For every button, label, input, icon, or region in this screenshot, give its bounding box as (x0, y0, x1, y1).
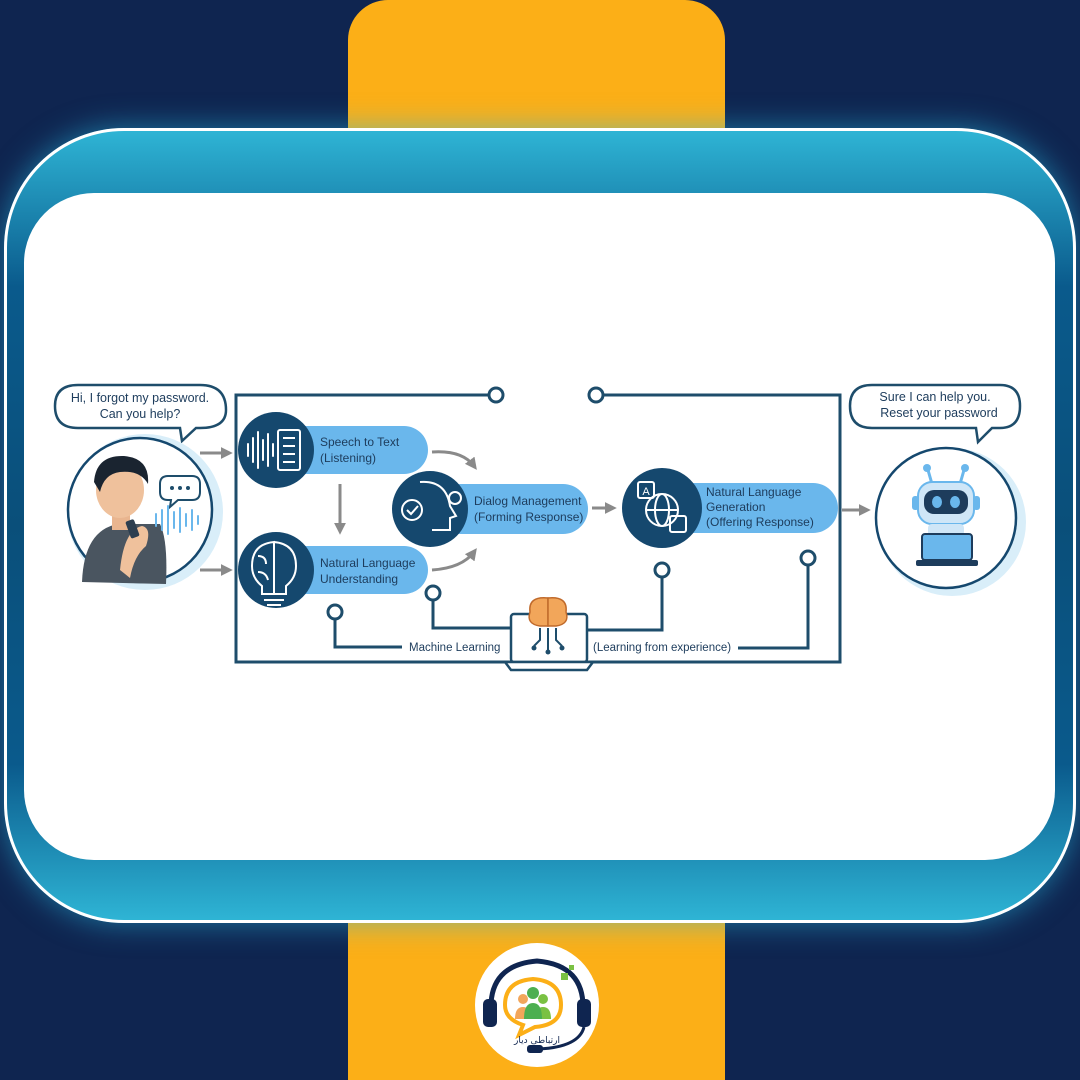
stage-label-line1: Speech to Text (320, 435, 400, 449)
brand-logo: ارتباطی دیار (475, 943, 599, 1067)
frame-outline (4, 128, 1076, 923)
logo-text: ارتباطی دیار (513, 1036, 560, 1046)
document-icon (277, 429, 301, 471)
stage-label-line1: Natural Language (320, 556, 416, 570)
user-message-line1: Hi, I forgot my password. (71, 391, 209, 405)
headset-logo-icon: ارتباطی دیار (483, 958, 591, 1053)
user-message-line2: Can you help? (100, 407, 181, 421)
robot-icon (912, 464, 980, 566)
user-speech-bubble: Hi, I forgot my password. Can you help? (53, 383, 228, 444)
bot-message-line1: Sure I can help you. (879, 390, 990, 404)
stage-dialog-management: Dialog Management (Forming Response) (392, 471, 588, 547)
bot-avatar (874, 446, 1026, 596)
user-avatar (66, 434, 223, 590)
stage-label-line2: Generation (706, 500, 765, 514)
stage-speech-to-text: Speech to Text (Listening) (238, 412, 428, 488)
stage-label-line1: Natural Language (706, 485, 802, 499)
connector-node (799, 549, 817, 567)
bot-message-line2: Reset your password (880, 406, 997, 420)
connector-node (487, 386, 505, 404)
stage-label-line2: (Forming Response) (474, 510, 583, 524)
brain-bulb-icon (250, 540, 298, 606)
stage-nlu: Natural Language Understanding (238, 532, 428, 608)
machine-learning-hub: Machine Learning (Learning from experien… (402, 597, 736, 672)
person-icon (82, 455, 167, 584)
connector-node (424, 584, 442, 602)
stage-label-line1: Dialog Management (474, 494, 582, 508)
connector-node (653, 561, 671, 579)
globe-translate-icon: A (637, 481, 687, 533)
svg-text:A: A (642, 486, 650, 498)
stage-label-line3: (Offering Response) (706, 515, 814, 529)
machine-learning-label: Machine Learning (409, 642, 500, 654)
connector-node (587, 386, 605, 404)
learning-experience-label: (Learning from experience) (593, 642, 731, 654)
sound-wave-icon (155, 505, 199, 535)
head-gear-icon (401, 480, 462, 531)
learning-lines (333, 560, 810, 650)
stage-nlg: A Natural Language Generation (Offering … (622, 468, 838, 548)
flow-arrows (200, 447, 871, 576)
bot-speech-bubble: Sure I can help you. Reset your password (848, 383, 1022, 445)
stage-label-line2: (Listening) (320, 451, 376, 465)
sound-wave-icon (247, 431, 274, 469)
speech-bubble-icon (159, 475, 201, 510)
stage-label-line2: Understanding (320, 572, 398, 586)
connector-node (326, 603, 344, 621)
laptop-brain-icon (502, 597, 596, 672)
